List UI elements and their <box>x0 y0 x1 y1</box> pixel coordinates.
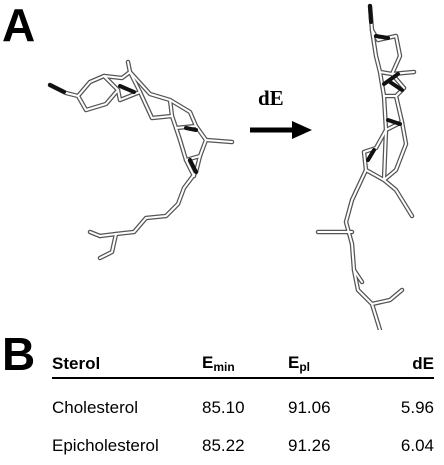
panel-label-b: B <box>2 328 36 380</box>
cell-de: 5.96 <box>400 398 434 417</box>
cell-epl: 91.06 <box>288 398 331 417</box>
cell-de: 6.04 <box>400 436 434 455</box>
cell-emin: 85.10 <box>202 398 245 417</box>
header-epl-text: E <box>288 353 300 372</box>
cell-epl: 91.26 <box>288 436 331 455</box>
cell-sterol: Epicholesterol <box>52 436 159 455</box>
arrow-label-de: dE <box>258 86 284 110</box>
header-epl: Epl <box>288 344 374 379</box>
right-molecule-structure <box>315 3 417 330</box>
table-row: Cholesterol 85.10 91.06 5.96 <box>52 378 434 427</box>
cell-sterol: Cholesterol <box>52 398 138 417</box>
sterol-energy-table: Sterol Emin Epl dE Cholesterol 85.10 91.… <box>52 344 434 465</box>
header-sterol: Sterol <box>52 344 202 379</box>
molecule-figure <box>47 3 417 330</box>
table-row: Epicholesterol 85.22 91.26 6.04 <box>52 427 434 465</box>
cell-emin: 85.22 <box>202 436 245 455</box>
header-emin-sub: min <box>213 360 235 374</box>
table-header-row: Sterol Emin Epl dE <box>52 344 434 379</box>
panel-label-a: A <box>2 0 36 51</box>
header-epl-sub: pl <box>299 360 311 374</box>
header-emin-text: E <box>202 353 214 372</box>
header-de: dE <box>374 344 434 379</box>
arrow-right-icon <box>250 121 312 139</box>
header-emin: Emin <box>202 344 288 379</box>
left-molecule-structure <box>47 59 235 261</box>
